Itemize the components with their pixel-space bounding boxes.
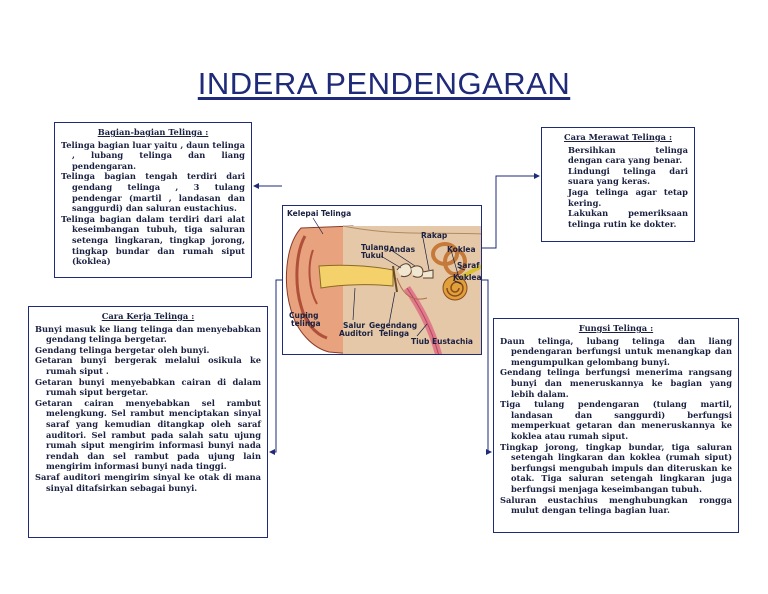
ear-functions-item: Tiga tulang pendengaran (tulang martil, …	[500, 399, 732, 441]
ear-parts-item: Telinga bagian luar yaitu , daun telinga…	[61, 139, 245, 171]
ear-care-heading: Cara Merawat Telinga :	[563, 132, 673, 142]
ear-care-item: Bersihkan telinga dengan cara yang benar…	[568, 144, 688, 166]
label-kelepai: Kelepai Telinga	[287, 209, 351, 218]
ear-function-process-box: Cara Kerja Telinga : Bunyi masuk ke lian…	[28, 306, 268, 538]
ear-functions-item: Tingkap jorong, tingkap bundar, tiga sal…	[500, 441, 732, 494]
ear-care-box: Cara Merawat Telinga : Bersihkan telinga…	[541, 127, 695, 242]
label-andas: Andas	[389, 245, 416, 254]
ear-functions-heading: Fungsi Telinga :	[578, 323, 654, 333]
label-rakap: Rakap	[421, 231, 448, 240]
label-gegendang: Gegendang	[369, 321, 417, 330]
label-cuping: Cuping	[289, 311, 319, 320]
label-koklea-bottom: Koklea	[453, 273, 482, 282]
arrow-to-functions	[482, 279, 492, 455]
ear-functions-item: Daun telinga, lubang telinga dan liang p…	[500, 335, 732, 367]
label-saraf: Saraf	[457, 261, 480, 270]
ear-care-item: Lakukan pemeriksaan telinga rutin ke dok…	[568, 208, 688, 229]
ear-functions-box: Fungsi Telinga : Daun telinga, lubang te…	[493, 318, 739, 533]
ear-functions-item: Saluran eustachius menghubungkan rongga …	[500, 494, 732, 516]
ear-care-item: Jaga telinga agar tetap kering.	[568, 186, 688, 208]
ear-parts-item: Telinga bagian tengah terdiri dari genda…	[61, 171, 245, 214]
label-gegendang-telinga: Telinga	[379, 329, 409, 338]
ear-process-heading: Cara Kerja Telinga :	[101, 311, 195, 321]
ear-parts-item: Telinga bagian dalam terdiri dari alat k…	[61, 213, 245, 267]
arrow-to-care	[482, 173, 540, 249]
ear-care-item: Lindungi telinga dari suara yang keras.	[568, 165, 688, 187]
ear-process-item: Gendang telinga bergetar oleh bunyi.	[35, 344, 210, 355]
page-title: INDERA PENDENGARAN	[197, 66, 571, 101]
ear-diagram: Kelepai Telinga Tulang Tukul Andas Rakap…	[282, 205, 482, 355]
ear-process-item: Getaran bunyi menyebabkan cairan di dala…	[35, 376, 261, 398]
label-tukul: Tukul	[361, 251, 384, 260]
ear-functions-item: Gendang telinga berfungsi menerima rangs…	[500, 367, 732, 399]
label-salur: Salur	[343, 321, 365, 330]
ear-process-item: Getaran bunyi bergerak melalui osikula k…	[35, 355, 261, 376]
ear-process-item: Bunyi masuk ke liang telinga dan menyeba…	[35, 323, 261, 345]
ear-process-item: Saraf auditori mengirim sinyal ke otak d…	[35, 471, 261, 493]
label-koklea-top: Koklea	[447, 245, 476, 254]
label-auditori: Auditori	[339, 329, 373, 338]
label-cuping-telinga: telinga	[291, 319, 321, 328]
ear-parts-heading: Bagian-bagian Telinga :	[97, 127, 209, 137]
ear-anatomy-illustration: Kelepai Telinga Tulang Tukul Andas Rakap…	[285, 209, 482, 354]
arrow-to-process	[269, 279, 282, 455]
ear-parts-box: Bagian-bagian Telinga : Telinga bagian l…	[54, 122, 252, 278]
label-tulang: Tulang	[361, 243, 389, 252]
ear-process-item: Getaran cairan menyebabkan sel rambut me…	[35, 397, 261, 472]
label-tiub: Tiub Eustachia	[411, 337, 473, 346]
